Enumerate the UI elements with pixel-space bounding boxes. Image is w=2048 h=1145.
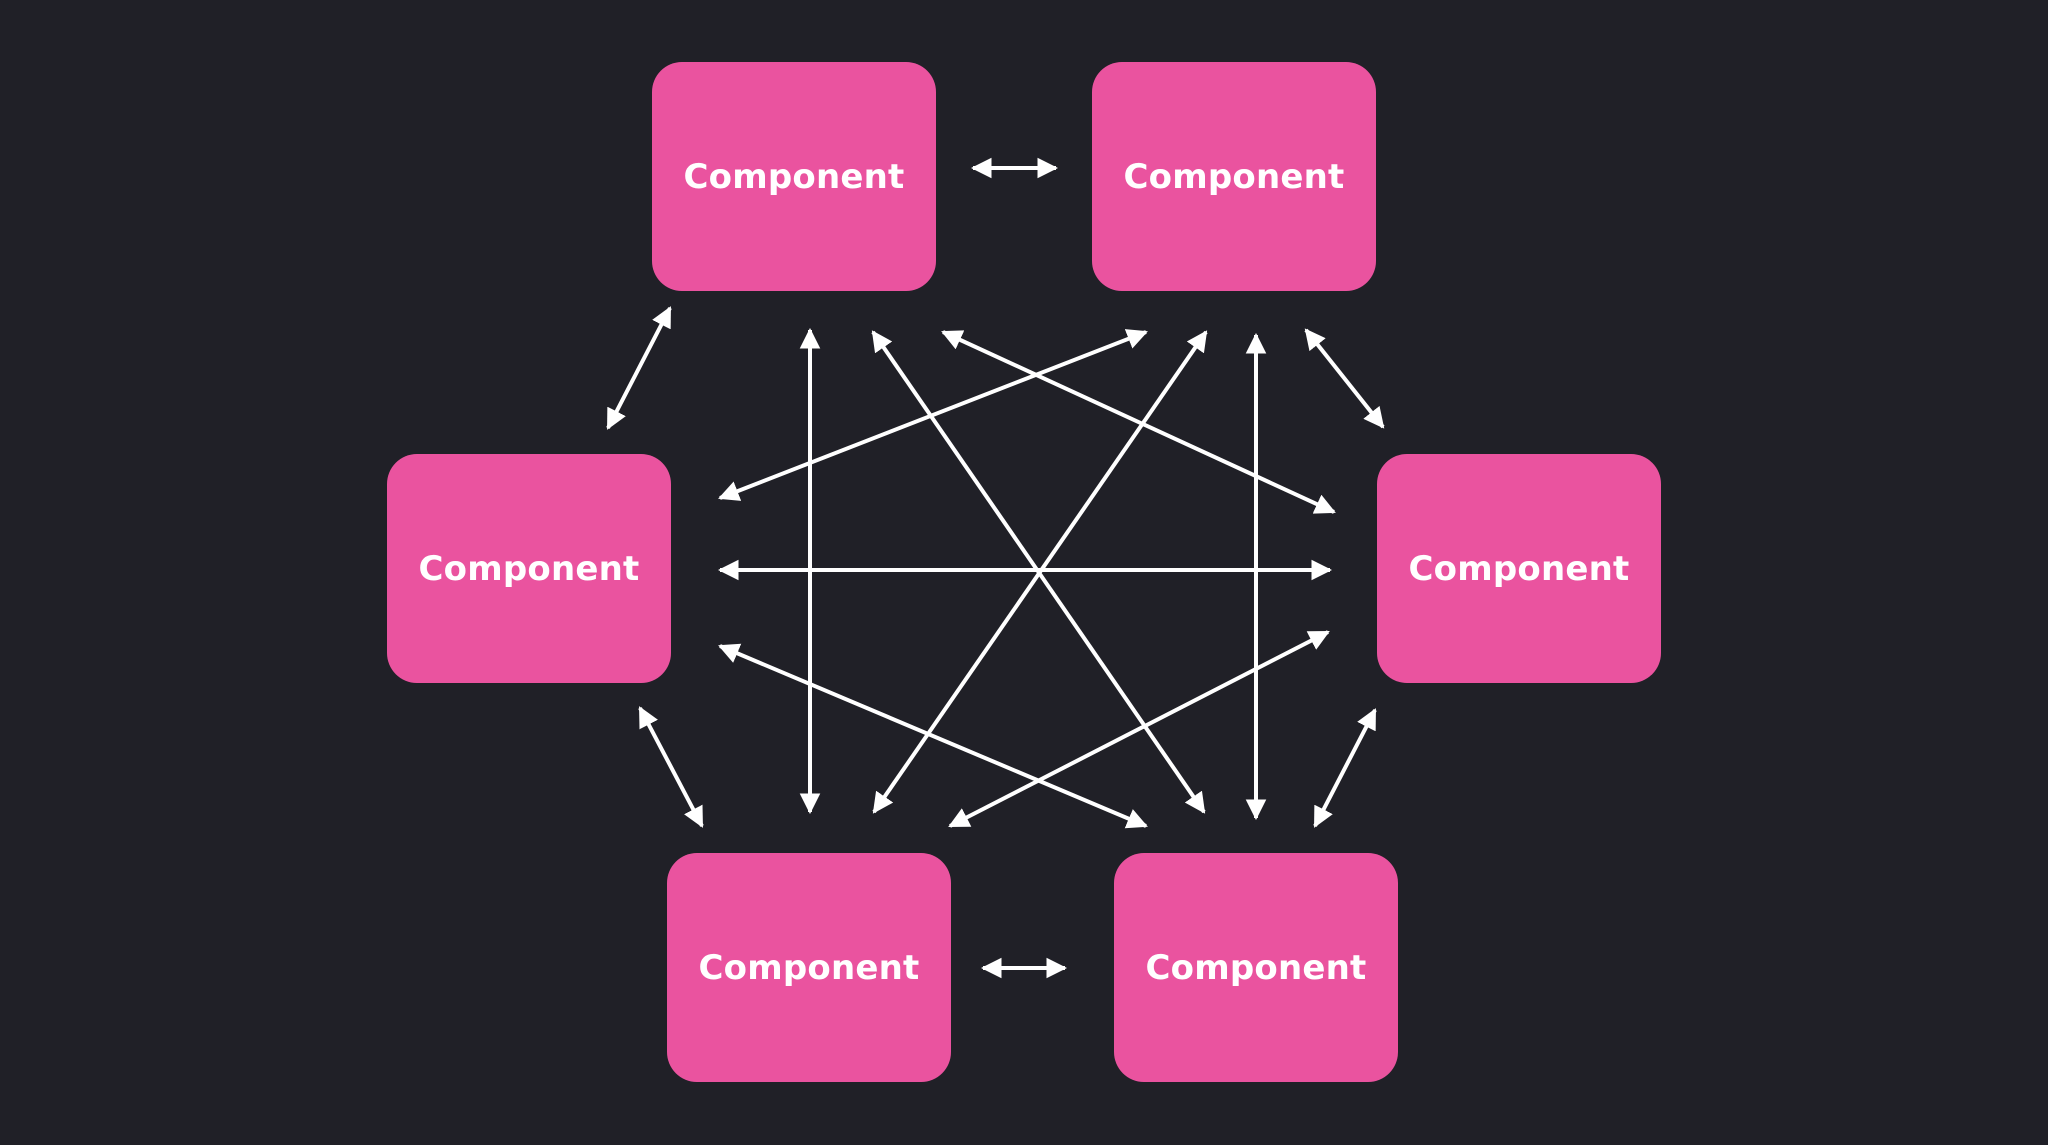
component-node-mid-right: Component [1377,454,1661,683]
component-label: Component [698,947,920,988]
component-node-mid-left: Component [387,454,671,683]
component-node-top-left: Component [652,62,936,291]
component-node-top-right: Component [1092,62,1376,291]
arrow-right-upper [1304,328,1385,429]
component-node-bottom-right: Component [1114,853,1398,1082]
component-label: Component [1123,156,1345,197]
arrow-diag-ml-br [718,643,1148,829]
arrow-left-lower [638,706,704,828]
component-label: Component [683,156,905,197]
component-node-bottom-left: Component [667,853,951,1082]
arrow-left-upper [606,306,672,430]
component-label: Component [1408,548,1630,589]
arrow-diag-mr-bl [948,630,1330,828]
component-label: Component [418,548,640,589]
arrow-diag-ml-tr [718,329,1148,501]
arrow-right-lower [1313,708,1377,828]
arrow-diag-tl-mr [941,330,1336,514]
component-label: Component [1145,947,1367,988]
